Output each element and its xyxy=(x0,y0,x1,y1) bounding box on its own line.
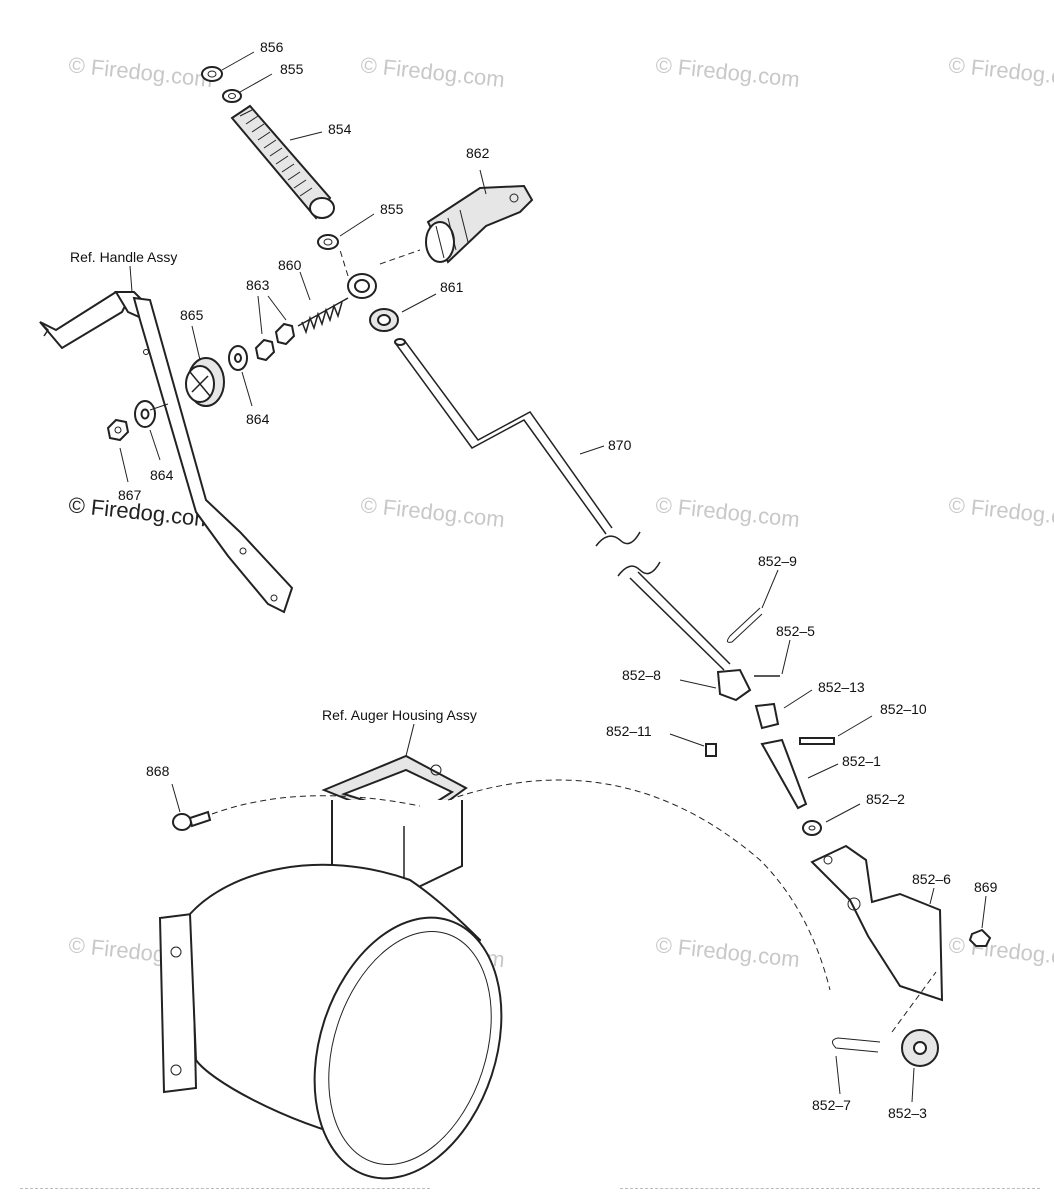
callout-855: 855 xyxy=(280,61,304,77)
part-852-11-bolt xyxy=(705,743,717,757)
assembly-paths xyxy=(211,249,937,1033)
callout-854: 854 xyxy=(328,121,352,137)
part-860-eyebolt xyxy=(297,273,377,335)
callout-856: 856 xyxy=(260,39,284,55)
callout-labels: 856 855 854 862 855 860 863 861 865 864 … xyxy=(118,39,998,1121)
part-854-grip xyxy=(230,104,335,220)
part-852-2-washer xyxy=(802,820,822,836)
stud xyxy=(149,403,169,411)
part-855-washer xyxy=(222,89,242,103)
watermark-text: © Firedog.com xyxy=(359,492,505,532)
footer-rule-left xyxy=(20,1188,430,1189)
part-863-nuts xyxy=(254,322,296,362)
handle-assembly xyxy=(39,290,294,614)
callout-852-3: 852–3 xyxy=(888,1105,927,1121)
callout-869: 869 xyxy=(974,879,998,895)
watermark-text: © Firedog.com xyxy=(654,932,800,972)
part-864-washer-lower xyxy=(134,400,156,428)
auger-housing-assembly xyxy=(158,754,503,1180)
callout-855-lower: 855 xyxy=(380,201,404,217)
watermark-text: © Firedog.com xyxy=(947,932,1054,972)
part-868-bolt xyxy=(172,810,212,831)
part-864-washer xyxy=(228,345,248,371)
watermark-text: © Firedog.com xyxy=(654,52,800,92)
part-852-9-pin xyxy=(726,607,763,643)
ref-auger-housing-label: Ref. Auger Housing Assy xyxy=(322,707,477,723)
part-862-knob xyxy=(425,184,534,264)
part-852-1-shaft xyxy=(760,738,808,810)
part-855-washer-lower xyxy=(317,234,339,250)
callout-852-10: 852–10 xyxy=(880,701,927,717)
callout-852-9: 852–9 xyxy=(758,553,797,569)
handle-bracket xyxy=(132,296,294,614)
callout-863: 863 xyxy=(246,277,270,293)
watermark-text: © Firedog.com xyxy=(947,492,1054,532)
callout-852-2: 852–2 xyxy=(866,791,905,807)
callout-865: 865 xyxy=(180,307,204,323)
callout-861: 861 xyxy=(440,279,464,295)
part-867-nut xyxy=(106,418,130,442)
watermark-text: © Firedog.com xyxy=(359,52,505,92)
part-852-6-bracket xyxy=(810,844,944,1002)
tube-end xyxy=(39,321,49,337)
leader-lines xyxy=(119,51,987,1103)
callout-852-5: 852–5 xyxy=(776,623,815,639)
part-852-10-pin xyxy=(799,737,835,745)
handle-tube xyxy=(39,290,130,350)
part-852-13-block xyxy=(754,702,780,730)
callout-852-13: 852–13 xyxy=(818,679,865,695)
watermark-text: © Firedog.com xyxy=(654,492,800,532)
bracket-hole xyxy=(239,547,247,555)
callout-852-1: 852–1 xyxy=(842,753,881,769)
bracket-hole xyxy=(143,349,149,355)
part-852-3-gear xyxy=(901,1029,939,1067)
callout-852-11: 852–11 xyxy=(606,723,652,739)
footer-rule-right xyxy=(620,1188,1040,1189)
bracket-hole xyxy=(270,594,278,602)
part-852-7-clip xyxy=(832,1037,881,1053)
callout-852-6: 852–6 xyxy=(912,871,951,887)
part-861-bushing xyxy=(369,308,399,332)
callout-860: 860 xyxy=(278,257,302,273)
callout-852-8: 852–8 xyxy=(622,667,661,683)
callout-867: 867 xyxy=(118,487,142,503)
part-856-washer xyxy=(201,66,223,82)
callout-870: 870 xyxy=(608,437,632,453)
part-865-knob xyxy=(185,357,225,407)
ref-handle-assy-label: Ref. Handle Assy xyxy=(70,249,177,265)
callout-852-7: 852–7 xyxy=(812,1097,851,1113)
callout-862: 862 xyxy=(466,145,490,161)
watermark-text: © Firedog.com xyxy=(947,52,1054,92)
watermark-text: © Firedog.com xyxy=(67,52,213,92)
part-852-8-clevis xyxy=(716,668,752,702)
callout-868: 868 xyxy=(146,763,170,779)
part-870-rod xyxy=(394,338,731,671)
part-869-nut xyxy=(968,928,992,947)
callout-864-lower: 864 xyxy=(150,467,174,483)
callout-864: 864 xyxy=(246,411,270,427)
